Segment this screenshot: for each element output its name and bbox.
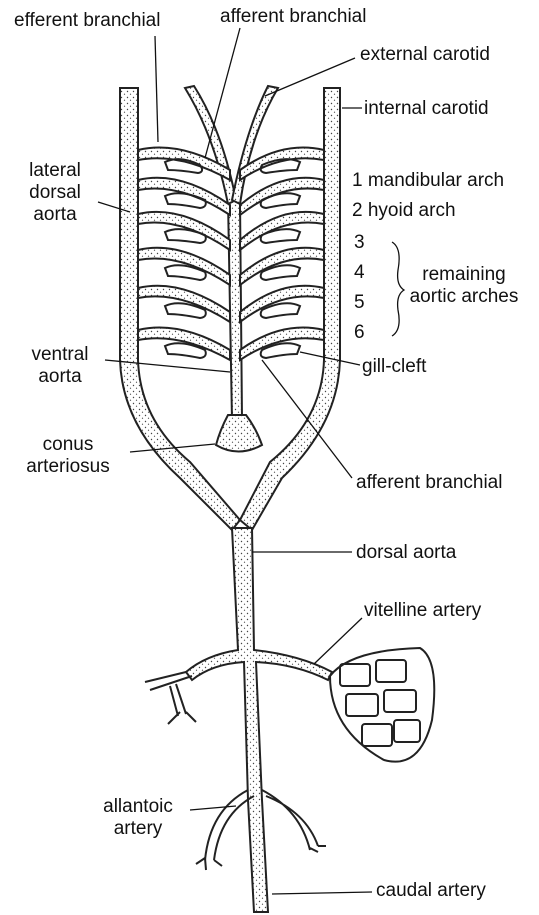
median-dorsal-aorta <box>186 528 332 912</box>
label-afferent-branchial-top: afferent branchial <box>220 6 366 28</box>
conus-arteriosus <box>216 415 262 452</box>
label-allantoic-artery-line: artery <box>88 818 188 840</box>
label-dorsal-line: dorsal <box>18 182 92 204</box>
label-arteriosus-line: arteriosus <box>8 456 128 478</box>
label-arch-5: 5 <box>354 292 365 314</box>
label-vitelline-artery: vitelline artery <box>364 600 481 622</box>
label-ventral-line: ventral <box>20 344 100 366</box>
label-dorsal-aorta: dorsal aorta <box>356 542 456 564</box>
label-ventral-aorta: ventral aorta <box>20 344 100 388</box>
label-aortic-arches-line: aortic arches <box>404 286 524 308</box>
label-aorta-line: aorta <box>18 204 92 226</box>
left-vitelline-branch <box>145 672 196 724</box>
label-ventral-aorta-line: aorta <box>20 366 100 388</box>
label-remaining-line: remaining <box>404 264 524 286</box>
label-arch-4: 4 <box>354 262 365 284</box>
label-remaining-aortic-arches: remaining aortic arches <box>404 264 524 308</box>
label-efferent-branchial-top: efferent branchial <box>14 10 160 32</box>
label-mandibular-arch: 1 mandibular arch <box>352 170 504 192</box>
label-afferent-branchial-bottom: afferent branchial <box>356 472 502 494</box>
label-hyoid-arch: 2 hyoid arch <box>352 200 456 222</box>
label-lateral-line: lateral <box>18 160 92 182</box>
label-arch-3: 3 <box>354 232 365 254</box>
label-arch-6: 6 <box>354 322 365 344</box>
vitelline-network <box>330 648 434 762</box>
right-aortic-arches <box>240 148 324 361</box>
label-conus-arteriosus: conus arteriosus <box>8 434 128 478</box>
label-external-carotid: external carotid <box>360 44 490 66</box>
label-gill-cleft: gill-cleft <box>362 356 426 378</box>
label-internal-carotid: internal carotid <box>364 98 489 120</box>
label-allantoic-line: allantoic <box>88 796 188 818</box>
label-conus-line: conus <box>8 434 128 456</box>
label-allantoic-artery: allantoic artery <box>88 796 188 840</box>
label-lateral-dorsal-aorta: lateral dorsal aorta <box>18 160 92 226</box>
label-caudal-artery: caudal artery <box>376 880 486 902</box>
left-aortic-arches <box>138 148 230 361</box>
ventral-aorta <box>228 200 242 420</box>
